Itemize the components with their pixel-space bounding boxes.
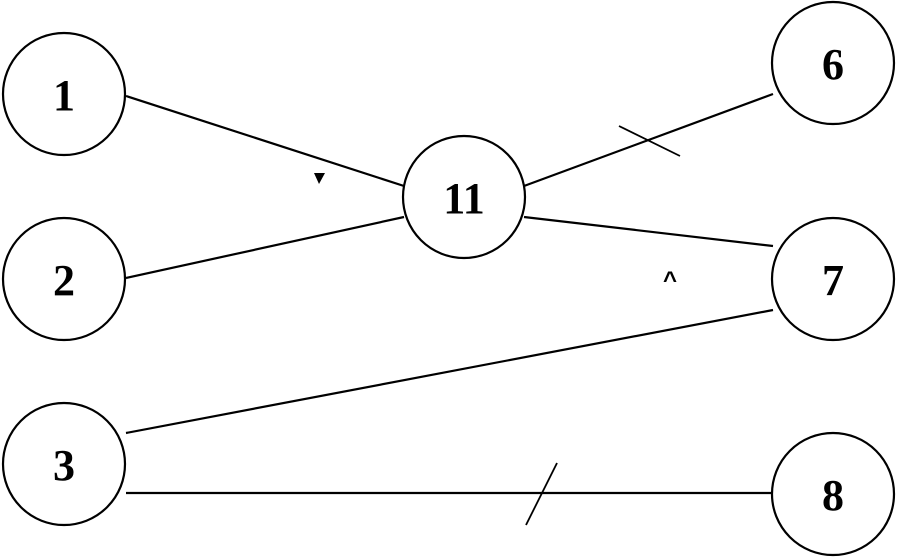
node-11-circle	[401, 134, 527, 260]
node-1-circle	[1, 31, 127, 157]
node-8-circle	[770, 431, 896, 557]
node-1: 1	[1, 31, 127, 157]
node-3-label: 3	[53, 441, 75, 490]
node-1-label: 1	[53, 71, 75, 120]
node-7: 7	[770, 216, 896, 342]
node-2-label: 2	[53, 256, 75, 305]
arrow-marker-1-11	[314, 173, 325, 184]
edge-2-11	[125, 215, 405, 280]
edge-1-11	[125, 94, 405, 188]
slash-marker-3-8	[525, 462, 558, 526]
edge-3-7	[125, 308, 774, 435]
node-3: 3	[1, 401, 127, 527]
node-6-label: 6	[822, 40, 844, 89]
node-11: 11	[401, 134, 527, 260]
slash-marker-11-6	[618, 125, 681, 157]
node-2-circle	[1, 216, 127, 342]
node-2: 2	[1, 216, 127, 342]
edge-decorations: ^	[314, 125, 681, 526]
node-6-circle	[770, 0, 896, 126]
edge-11-7	[523, 215, 774, 248]
node-3-circle	[1, 401, 127, 527]
node-7-label: 7	[822, 256, 844, 305]
node-8-label: 8	[822, 471, 844, 520]
node-6: 6	[770, 0, 896, 126]
node-11-label: 11	[443, 174, 485, 223]
node-8: 8	[770, 431, 896, 557]
caret-marker-11-7: ^	[663, 267, 677, 294]
node-7-circle	[770, 216, 896, 342]
